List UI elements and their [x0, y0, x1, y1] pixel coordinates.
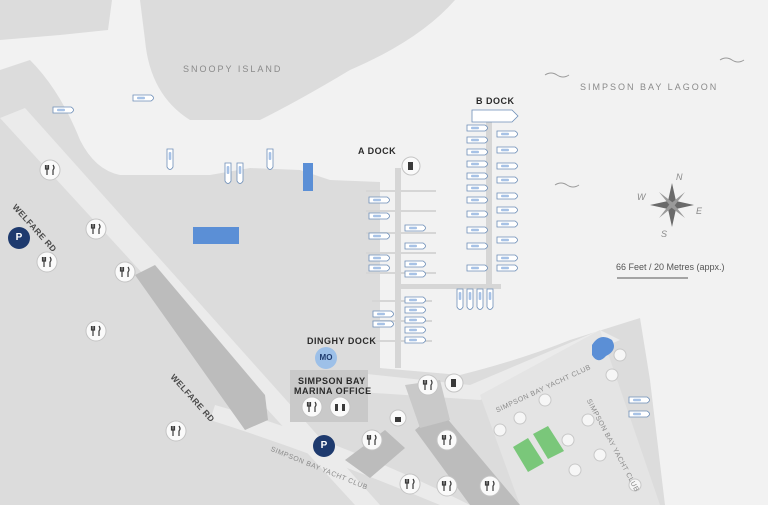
land-top-left	[0, 0, 112, 40]
tennis-courts	[513, 426, 564, 472]
restroom-icon	[329, 396, 351, 418]
a-dock-piers	[366, 122, 501, 368]
parking-icon: P	[8, 227, 30, 249]
compass-n: N	[676, 172, 683, 182]
b-dock-label: B DOCK	[476, 96, 515, 106]
yacht-club-trees	[493, 348, 642, 492]
pool-rect	[193, 227, 239, 244]
fuel-icon	[444, 373, 464, 393]
compass-rose-icon	[650, 183, 694, 227]
wave-icons	[544, 57, 745, 188]
marina-office-label-1: SIMPSON BAY	[298, 376, 366, 386]
marina-road	[330, 330, 620, 400]
marina-office-badge: MO	[315, 347, 337, 369]
dinghy-dock-label: DINGHY DOCK	[307, 336, 377, 346]
compass-s: S	[661, 229, 668, 239]
lock-icon	[389, 409, 407, 427]
snoopy-island	[140, 0, 455, 120]
b-dock-large-yacht	[471, 109, 519, 123]
building-long	[135, 265, 268, 430]
pool-small	[303, 163, 313, 191]
compass-w: W	[637, 192, 646, 202]
compass-e: E	[696, 206, 703, 216]
snoopy-island-label: SNOOPY ISLAND	[183, 64, 283, 74]
scale-label: 66 Feet / 20 Metres (appx.)	[616, 262, 725, 272]
lagoon-label: SIMPSON BAY LAGOON	[580, 82, 719, 92]
fuel-icon-dock	[401, 156, 421, 176]
pool-yacht-club	[592, 336, 614, 361]
marina-office-building	[290, 370, 368, 422]
building-south	[345, 430, 405, 478]
a-dock-label: A DOCK	[358, 146, 397, 156]
parking-icon: P	[313, 435, 335, 457]
building-central	[405, 380, 450, 428]
marina-office-label-2: MARINA OFFICE	[294, 386, 372, 396]
